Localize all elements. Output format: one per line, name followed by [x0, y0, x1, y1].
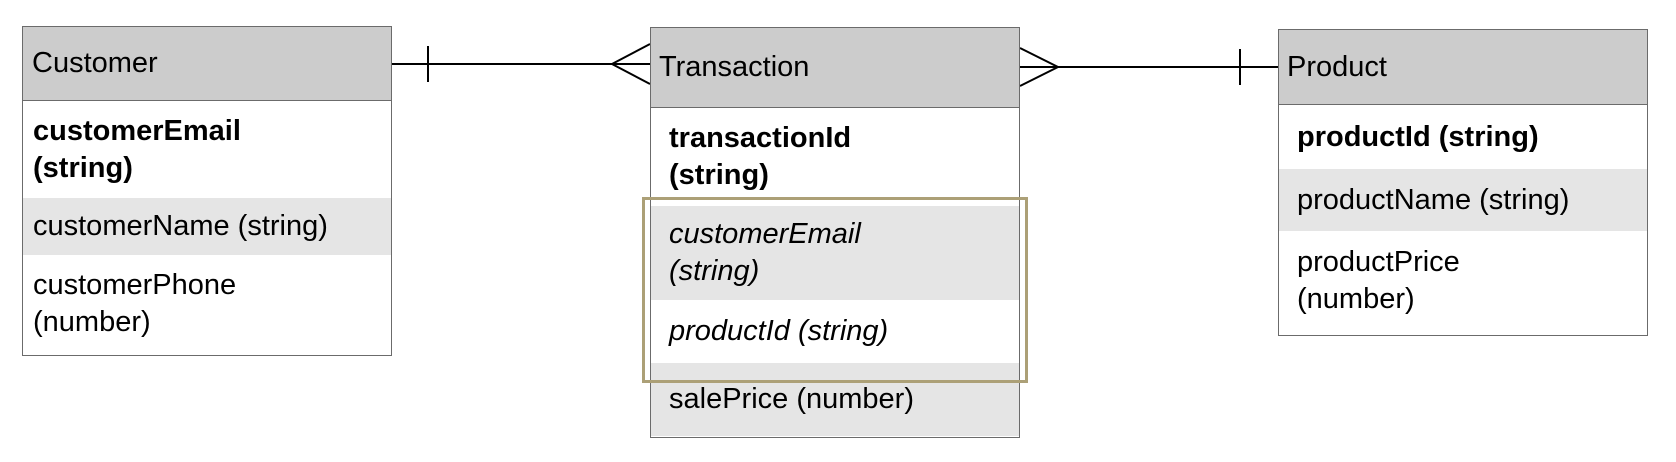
transaction-customer-email-field: customerEmail (string) — [651, 206, 1019, 300]
customer-phone-field: customerPhone (number) — [33, 269, 237, 338]
transaction-product-id-field: productId (string) — [669, 315, 889, 347]
customer-entity-header: Customer — [23, 27, 391, 101]
transaction-entity-title: Transaction — [659, 51, 810, 83]
product-name-field: productName (string) — [1279, 169, 1647, 231]
customer-name-field: customerName (string) — [23, 198, 391, 255]
product-entity-header: Product — [1279, 30, 1647, 105]
product-field-list: productId (string) productName (string) … — [1279, 105, 1647, 331]
customer-entity[interactable]: Customer customerEmail (string) customer… — [22, 26, 392, 356]
product-id-field: productId (string) — [1297, 120, 1539, 153]
customer-entity-title: Customer — [32, 47, 158, 79]
product-price-field: productPrice (number) — [1297, 246, 1460, 315]
transaction-many-marker-right — [1019, 47, 1061, 87]
product-entity[interactable]: Product productId (string) productName (… — [1278, 29, 1648, 336]
transaction-product-relationship — [1019, 47, 1278, 87]
customer-email-field: customerEmail (string) — [33, 114, 241, 184]
transaction-field-list: transactionId (string) customerEmail (st… — [651, 108, 1019, 436]
customer-transaction-relationship — [392, 43, 651, 85]
transaction-entity-header: Transaction — [651, 28, 1019, 108]
transaction-sale-price-field: salePrice (number) — [651, 363, 1019, 436]
product-entity-title: Product — [1287, 50, 1387, 83]
transaction-entity[interactable]: Transaction transactionId (string) custo… — [650, 27, 1020, 438]
customer-field-list: customerEmail (string) customerName (str… — [23, 101, 391, 353]
transaction-id-field: transactionId (string) — [669, 122, 852, 191]
transaction-many-marker — [609, 43, 651, 85]
